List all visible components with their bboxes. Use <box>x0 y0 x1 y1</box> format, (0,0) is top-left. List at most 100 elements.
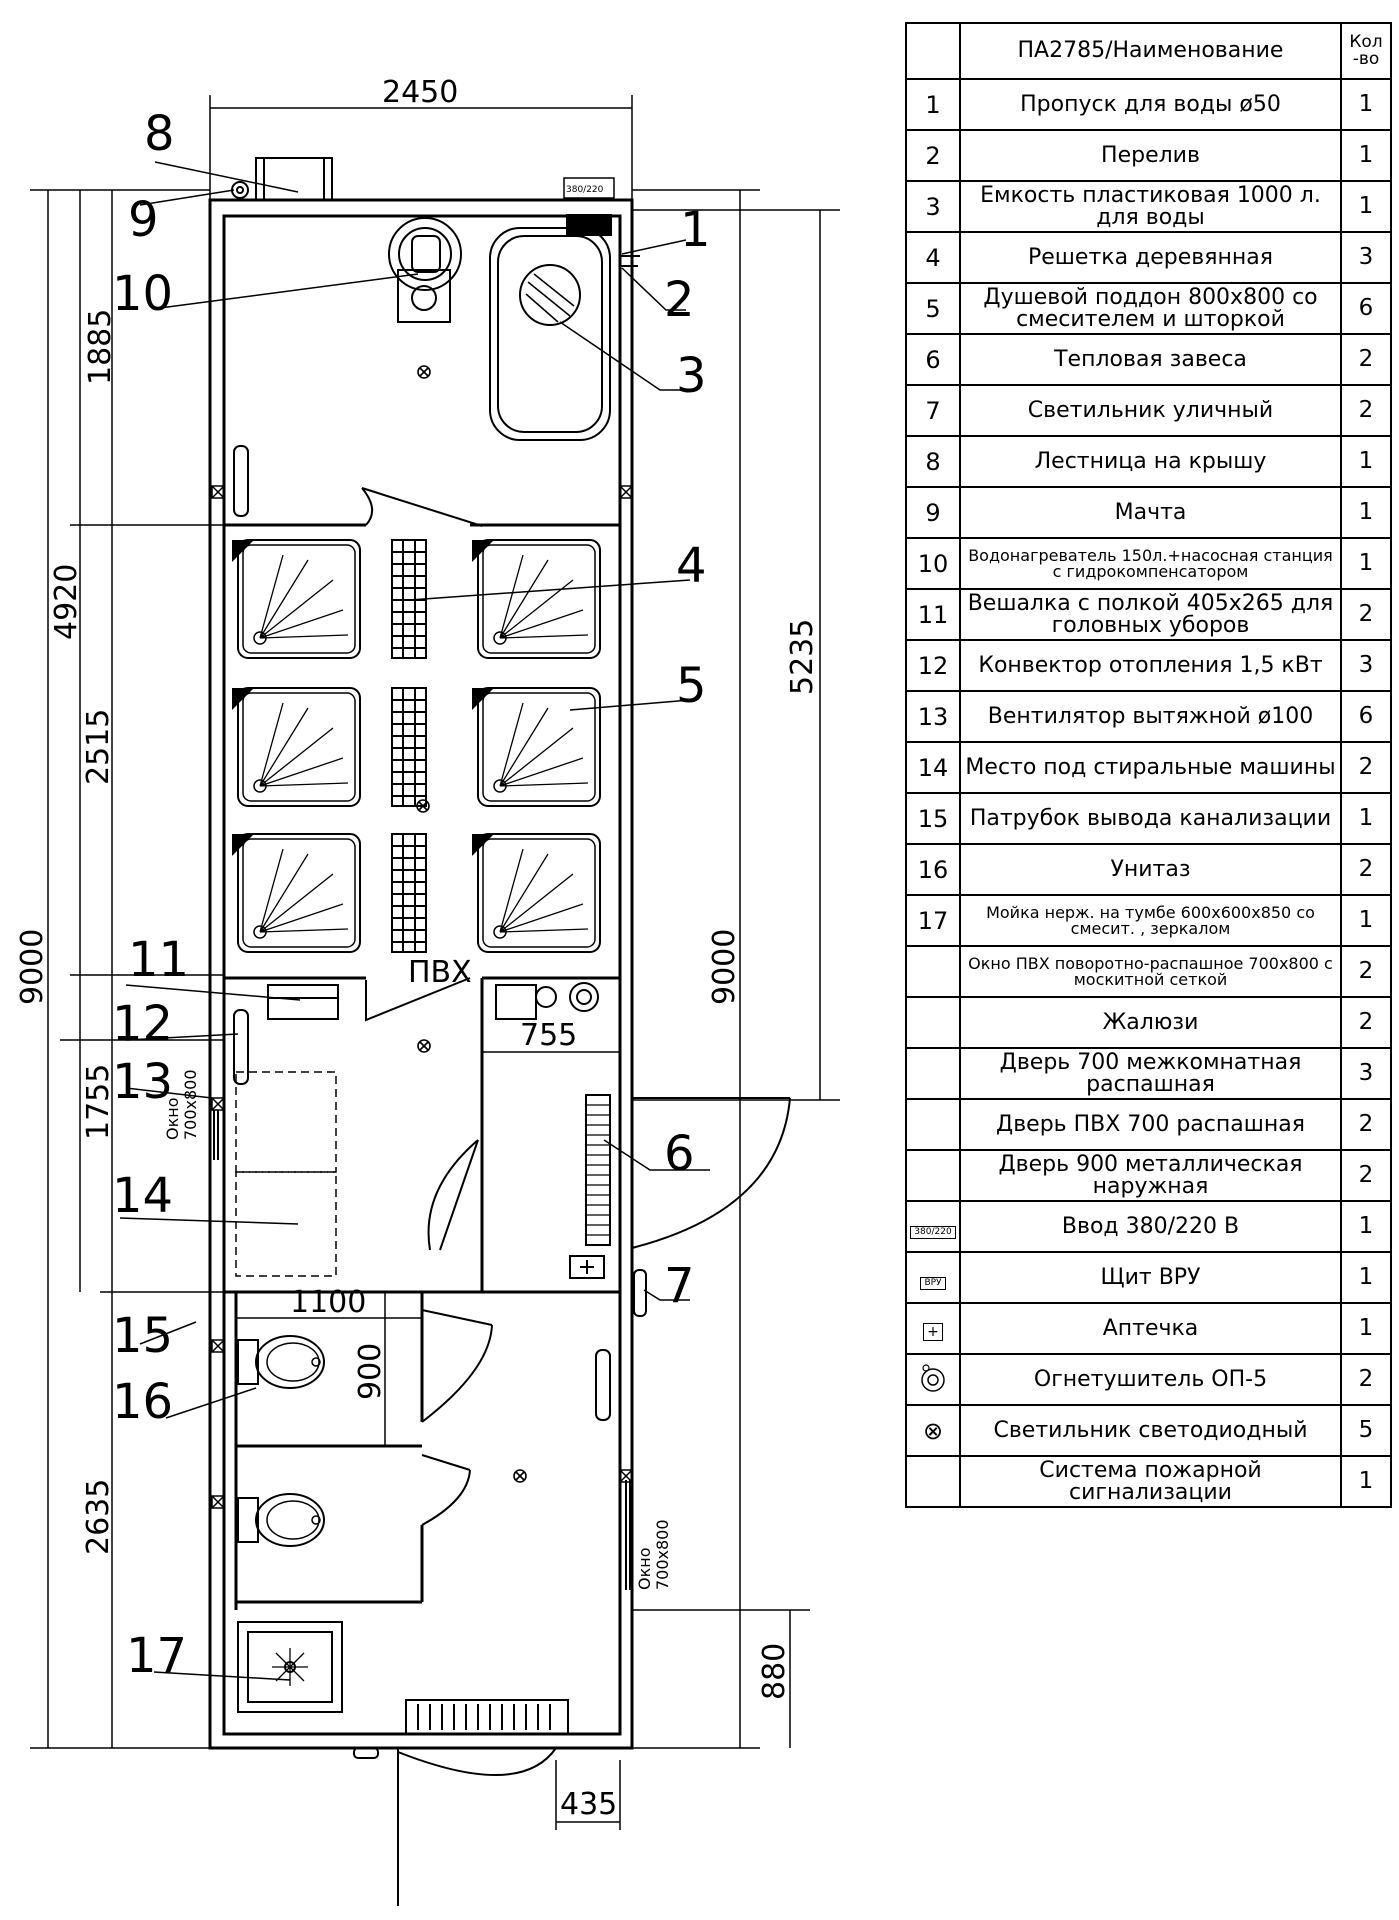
spec-num <box>905 996 961 1049</box>
drain-pipe <box>353 1747 379 1759</box>
spec-qty: 1 <box>1340 1200 1392 1253</box>
spec-num <box>905 1098 961 1151</box>
spec-num <box>905 945 961 998</box>
svg-text:1885: 1885 <box>83 309 118 385</box>
spec-name: Душевой поддон 800x800 со смесителем и ш… <box>959 282 1342 335</box>
spec-num: 7 <box>905 384 961 437</box>
lamp-icon <box>417 365 431 379</box>
spec-num: 6 <box>905 333 961 386</box>
spec-name: Система пожарной сигнализации <box>959 1455 1342 1508</box>
spec-name: Аптечка <box>959 1302 1342 1355</box>
svg-text:755: 755 <box>520 1018 577 1053</box>
spec-num <box>905 1149 961 1202</box>
spec-qty: 2 <box>1340 843 1392 896</box>
spec-name: Пропуск для воды ø50 <box>959 78 1342 131</box>
spec-num: 10 <box>905 537 961 590</box>
windows <box>213 1110 631 1590</box>
spec-name: Жалюзи <box>959 996 1342 1049</box>
spec-num: 17 <box>905 894 961 947</box>
svg-text:9000: 9000 <box>15 929 50 1005</box>
svg-text:9000: 9000 <box>707 929 742 1005</box>
spec-name: Светильник светодиодный <box>959 1404 1342 1457</box>
spec-num: 16 <box>905 843 961 896</box>
exterior-door-1 <box>631 1097 791 1249</box>
label-pvh: ПВХ <box>408 955 472 990</box>
spec-qty: 1 <box>1340 537 1392 590</box>
spec-num: 380/220 <box>905 1200 961 1253</box>
vent-fans <box>211 485 633 1509</box>
spec-qty: 2 <box>1340 384 1392 437</box>
callout-13: 13 <box>112 1054 173 1110</box>
spec-num: 3 <box>905 180 961 233</box>
spec-qty: 1 <box>1340 129 1392 182</box>
lamp-icon <box>513 1469 527 1483</box>
toilet-icon <box>237 1493 325 1547</box>
svg-text:2635: 2635 <box>81 1479 116 1555</box>
header-num <box>905 22 961 80</box>
exterior-door-2 <box>397 1747 557 1906</box>
svg-text:900: 900 <box>353 1343 388 1400</box>
spec-num <box>905 1455 961 1508</box>
spec-qty: 2 <box>1340 945 1392 998</box>
convector-wc <box>595 1349 611 1421</box>
water-tank <box>489 227 611 441</box>
sink <box>237 1621 343 1713</box>
callout-2: 2 <box>664 272 695 328</box>
vvod-380: 380/220 <box>563 177 615 236</box>
washing-area <box>235 1071 337 1277</box>
svg-text:880: 880 <box>757 1643 792 1700</box>
spec-num: + <box>905 1302 961 1355</box>
spec-num <box>905 1353 961 1406</box>
roof-ladder <box>255 157 333 201</box>
door-swing <box>365 977 471 1022</box>
spec-name: Вентилятор вытяжной ø100 <box>959 690 1342 743</box>
spec-name: Водонагреватель 150л.+насосная станция с… <box>959 537 1342 590</box>
water-heater <box>388 217 462 323</box>
svg-text:4920: 4920 <box>49 564 84 640</box>
spec-qty: 1 <box>1340 792 1392 845</box>
callout-8: 8 <box>144 106 175 162</box>
callout-5: 5 <box>676 658 707 714</box>
svg-text:1100: 1100 <box>290 1285 366 1320</box>
spec-qty: 6 <box>1340 690 1392 743</box>
callout-7: 7 <box>664 1258 695 1314</box>
svg-text:2450: 2450 <box>382 75 458 110</box>
heat-curtain <box>585 1094 611 1246</box>
spec-name: Дверь 900 металлическая наружная <box>959 1149 1342 1202</box>
spec-name: Дверь 700 межкомнатная распашная <box>959 1047 1342 1100</box>
callout-leaders <box>119 161 710 1681</box>
dimension-values: 2450 1885 4920 2515 9000 1755 2635 5235 … <box>15 75 820 1822</box>
toilet-icon <box>237 1335 325 1389</box>
svg-text:435: 435 <box>560 1787 617 1822</box>
callout-12: 12 <box>112 996 173 1052</box>
shelf-hanger <box>267 982 599 1020</box>
outdoor-grate <box>405 1699 569 1735</box>
spec-qty: 2 <box>1340 1353 1392 1406</box>
spec-name: Емкость пластиковая 1000 л. для воды <box>959 180 1342 233</box>
callout-numbers: 1 2 3 4 5 6 7 8 9 10 11 12 13 14 15 16 1… <box>112 106 711 1684</box>
spec-qty: 3 <box>1340 639 1392 692</box>
callout-6: 6 <box>664 1126 695 1182</box>
spec-name: Светильник уличный <box>959 384 1342 437</box>
window-label: Окно <box>635 1547 654 1590</box>
spec-name: Щит ВРУ <box>959 1251 1342 1304</box>
